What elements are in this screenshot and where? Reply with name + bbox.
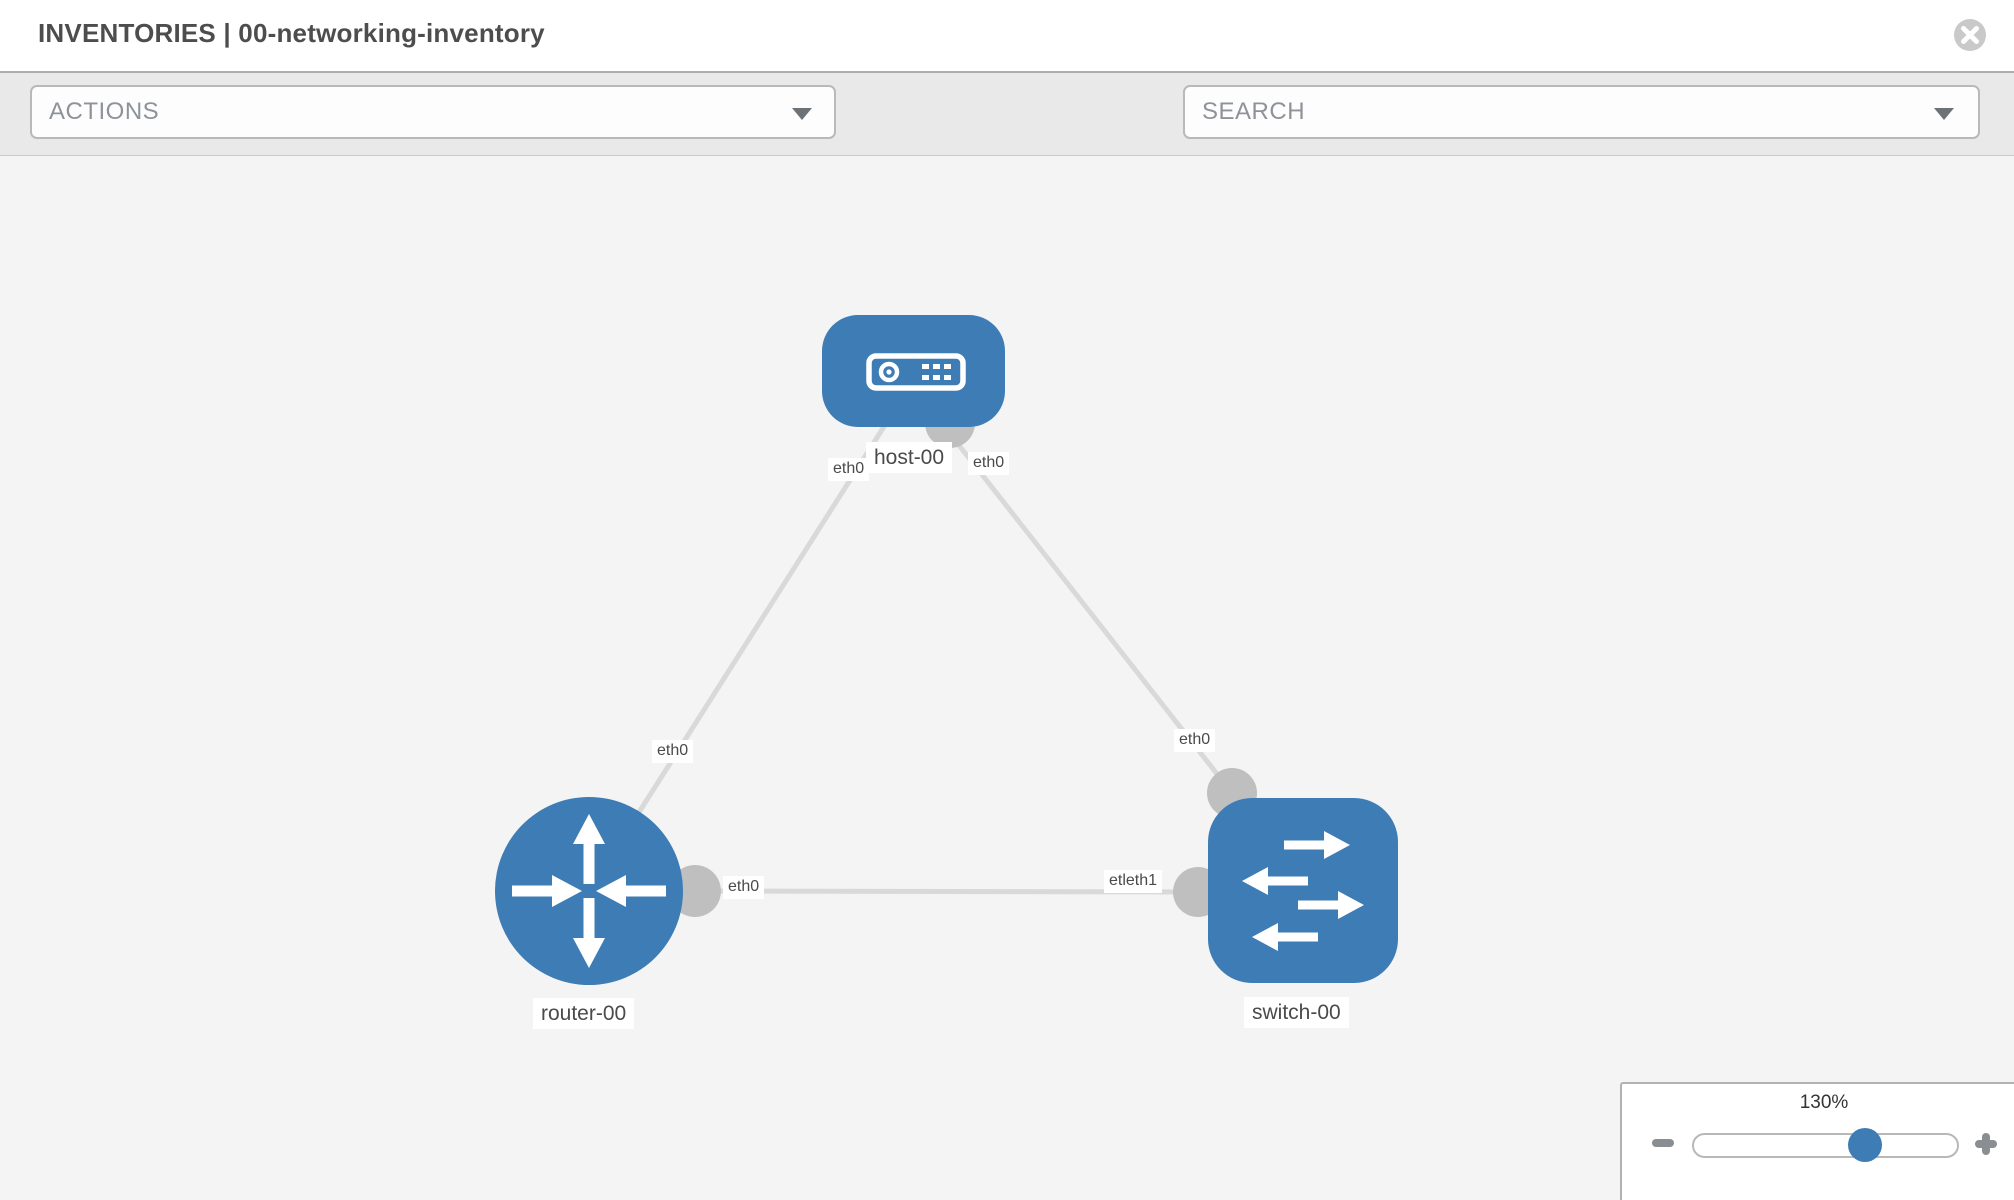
node-label-switch: switch-00 bbox=[1244, 997, 1349, 1029]
iface-label-router-to-switch: eth0 bbox=[723, 876, 765, 899]
zoom-out-button[interactable] bbox=[1652, 1139, 1674, 1147]
iface-label-host-to-switch: eth0 bbox=[968, 452, 1010, 475]
iface-label-switch-to-router: etleth1 bbox=[1104, 870, 1163, 893]
server-icon bbox=[866, 353, 966, 391]
zoom-in-button[interactable] bbox=[1974, 1132, 1998, 1156]
zoom-slider-track[interactable] bbox=[1692, 1133, 1959, 1158]
toolbar: ACTIONS SEARCH bbox=[0, 73, 2014, 207]
topology-canvas[interactable]: eth0 eth0 eth0 eth0 eth0 etleth1 host-00… bbox=[0, 156, 2014, 1200]
actions-dropdown[interactable]: ACTIONS bbox=[30, 85, 836, 139]
node-switch[interactable] bbox=[1208, 798, 1398, 983]
node-router[interactable] bbox=[495, 797, 683, 985]
close-icon bbox=[1954, 19, 1986, 51]
iface-label-switch-to-host: eth0 bbox=[1174, 729, 1216, 752]
topology-graph bbox=[495, 315, 1398, 985]
actions-dropdown-label: ACTIONS bbox=[49, 98, 160, 125]
search-placeholder: SEARCH bbox=[1202, 98, 1306, 125]
header: INVENTORIES | 00-networking-inventory bbox=[0, 0, 2014, 73]
router-arrows-icon bbox=[512, 814, 666, 968]
iface-label-host-to-router: eth0 bbox=[828, 458, 870, 481]
zoom-slider-handle[interactable] bbox=[1848, 1128, 1882, 1162]
node-host[interactable] bbox=[822, 315, 1005, 427]
chevron-down-icon bbox=[792, 108, 812, 120]
zoom-level-value: 130% bbox=[1799, 1092, 1849, 1113]
chevron-down-icon bbox=[1934, 108, 1954, 120]
node-label-host: host-00 bbox=[866, 442, 953, 474]
iface-label-router-to-host: eth0 bbox=[652, 740, 694, 763]
switch-arrows-icon bbox=[1242, 831, 1364, 951]
zoom-panel: 130% bbox=[1620, 1082, 2014, 1200]
node-label-router: router-00 bbox=[533, 998, 635, 1030]
page-title: INVENTORIES | 00-networking-inventory bbox=[38, 18, 545, 48]
search-dropdown[interactable]: SEARCH bbox=[1183, 85, 1980, 139]
close-button[interactable] bbox=[1953, 18, 1987, 52]
